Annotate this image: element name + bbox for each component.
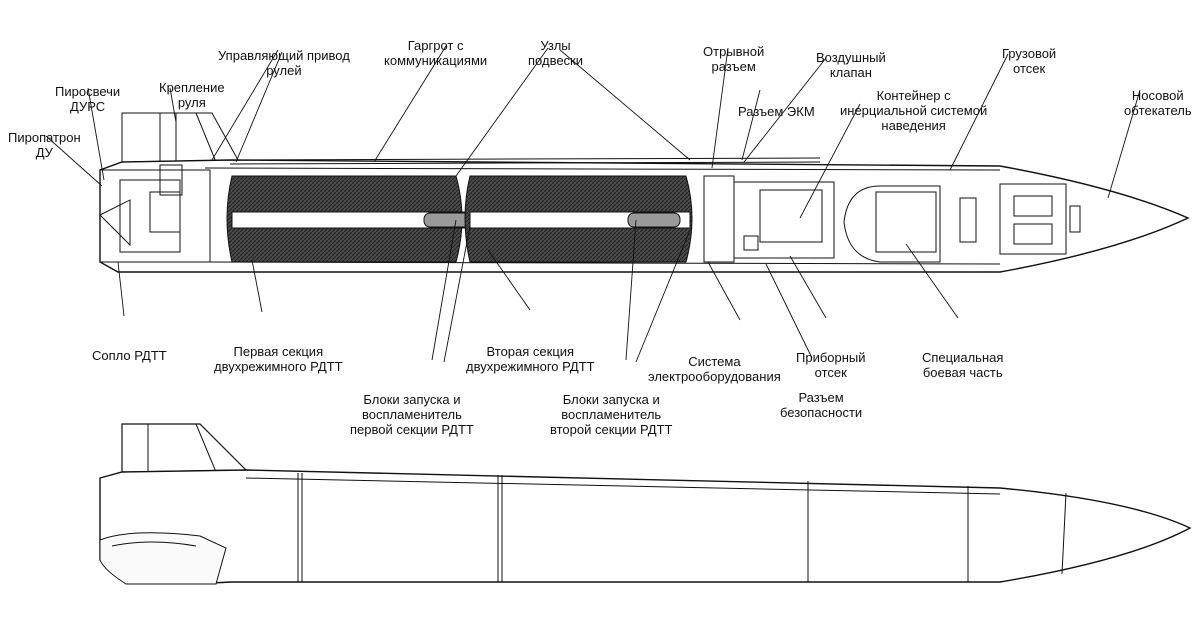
side-view-drawing bbox=[99, 423, 1192, 585]
cargo-compartment bbox=[999, 183, 1081, 255]
first-section-propellant bbox=[226, 175, 494, 263]
leader-lines bbox=[45, 45, 1141, 363]
warhead-compartment bbox=[843, 185, 977, 263]
tail-section bbox=[99, 164, 211, 263]
label-nozzle: Сопло РДТТ bbox=[92, 348, 167, 363]
second-section-propellant bbox=[464, 175, 693, 263]
instrument-compartment bbox=[703, 175, 835, 263]
label-ekm: Разъем ЭКМ bbox=[738, 104, 815, 119]
